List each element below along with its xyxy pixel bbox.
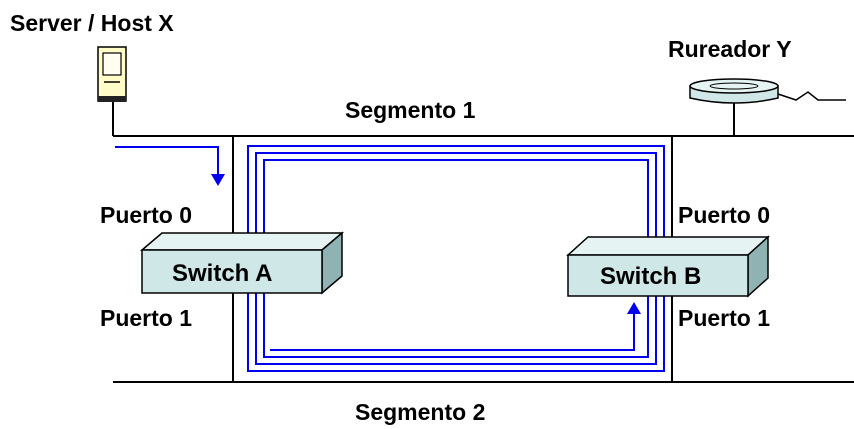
router-label: Rureador Y — [668, 36, 792, 62]
server-flow-path — [115, 146, 219, 176]
switch-a-face — [141, 249, 323, 294]
switch-b: Switch B — [566, 235, 770, 298]
switch-b-face — [567, 254, 749, 297]
switch-a-port1-label: Puerto 1 — [100, 305, 192, 331]
switch-b-port1-label: Puerto 1 — [678, 305, 770, 331]
server-label: Server / Host X — [10, 10, 174, 36]
server-icon — [97, 46, 127, 102]
switch-a-label: Switch A — [172, 260, 272, 287]
segment-1-label: Segmento 1 — [345, 97, 476, 123]
switch-a: Switch A — [139, 231, 345, 295]
router-top — [689, 78, 779, 94]
router-wan-link — [777, 91, 846, 101]
switch-a-top — [139, 232, 345, 251]
server-screen — [102, 52, 122, 76]
server-base — [98, 96, 126, 102]
segment-2-label: Segmento 2 — [355, 399, 485, 425]
segment2-flow-path — [270, 312, 635, 351]
switch-b-arrow-icon — [627, 302, 641, 314]
switch-a-port0-label: Puerto 0 — [100, 202, 192, 228]
server-flow-arrow-icon — [211, 174, 225, 186]
router-top-inner — [709, 82, 759, 90]
switch-b-port0-label: Puerto 0 — [678, 202, 770, 228]
switch-b-label: Switch B — [600, 263, 701, 290]
switch-b-top — [566, 236, 770, 256]
router-icon — [689, 78, 846, 104]
